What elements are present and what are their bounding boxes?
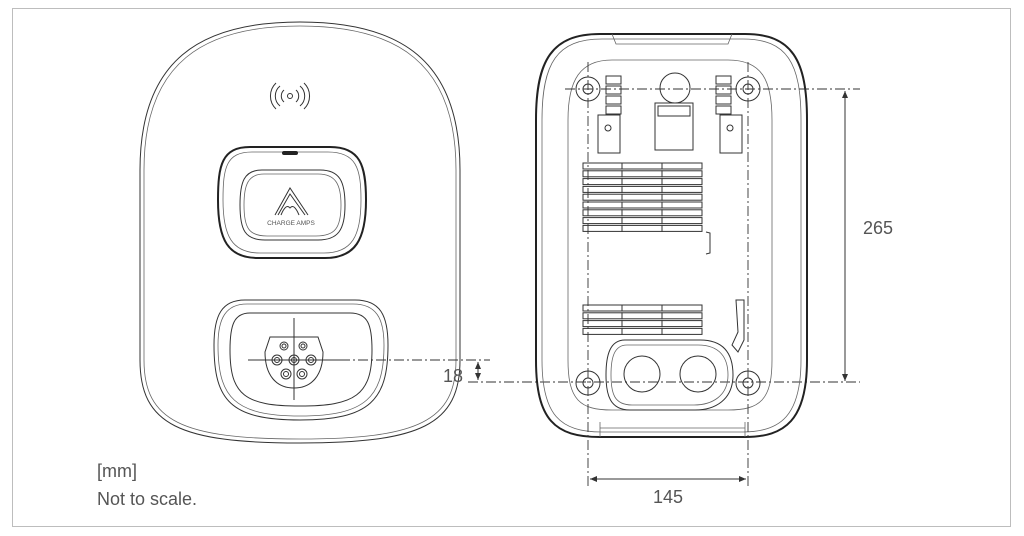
vent-slot	[621, 178, 663, 186]
vent-grid-upper	[582, 162, 703, 232]
vent-slot	[621, 185, 663, 193]
scale-note: Not to scale.	[97, 489, 198, 509]
vent-slot	[582, 304, 623, 312]
vent-slot	[621, 201, 663, 209]
vent-slot	[661, 327, 703, 335]
vent-slot	[661, 170, 703, 178]
vent-slot	[621, 224, 663, 232]
dimension-18-label: 18	[443, 366, 463, 386]
vent-slot	[582, 209, 623, 217]
back-outer-shell	[535, 33, 808, 438]
front-view: CHARGE AMPS 18	[139, 21, 860, 444]
drawing-frame	[12, 8, 1011, 527]
vent-grid-lower	[582, 304, 703, 335]
units-note: [mm]	[97, 461, 137, 481]
logo-text: CHARGE AMPS	[267, 220, 315, 227]
button-housing: CHARGE AMPS	[216, 146, 368, 259]
vent-slot	[661, 224, 703, 232]
charge-amps-logo	[274, 187, 309, 216]
front-outer-shell	[139, 21, 461, 444]
status-led	[282, 151, 298, 155]
vent-slot	[582, 224, 623, 232]
vent-slot	[582, 201, 623, 209]
back-view: 265 145	[535, 33, 893, 507]
vent-slot	[661, 217, 703, 225]
vent-slot	[661, 178, 703, 186]
vent-slot	[582, 327, 623, 335]
vent-slot	[582, 217, 623, 225]
vent-slot	[621, 327, 663, 335]
vent-slot	[582, 185, 623, 193]
vent-slot	[621, 304, 663, 312]
vent-slot	[621, 209, 663, 217]
vent-slot	[621, 193, 663, 201]
dimension-265-label: 265	[863, 218, 893, 238]
vent-slot	[582, 162, 623, 170]
vent-slot	[621, 312, 663, 320]
vent-slot	[582, 312, 623, 320]
socket-housing	[213, 299, 389, 421]
vent-slot	[582, 178, 623, 186]
vent-slot	[621, 320, 663, 328]
vent-slot	[582, 170, 623, 178]
vent-slot	[661, 304, 703, 312]
contactless-icon	[270, 82, 310, 110]
vent-slot	[661, 185, 703, 193]
vent-slot	[661, 320, 703, 328]
dimension-145-label: 145	[653, 487, 683, 507]
cable-entries	[605, 339, 734, 411]
vent-slot	[582, 320, 623, 328]
vent-slot	[661, 201, 703, 209]
vent-slot	[621, 170, 663, 178]
mounting-holes	[575, 76, 761, 396]
vent-slot	[661, 193, 703, 201]
vent-slot	[661, 209, 703, 217]
vent-slot	[582, 193, 623, 201]
vent-slot	[661, 162, 703, 170]
vent-slot	[661, 312, 703, 320]
vent-slot	[621, 162, 663, 170]
vent-slot	[621, 217, 663, 225]
